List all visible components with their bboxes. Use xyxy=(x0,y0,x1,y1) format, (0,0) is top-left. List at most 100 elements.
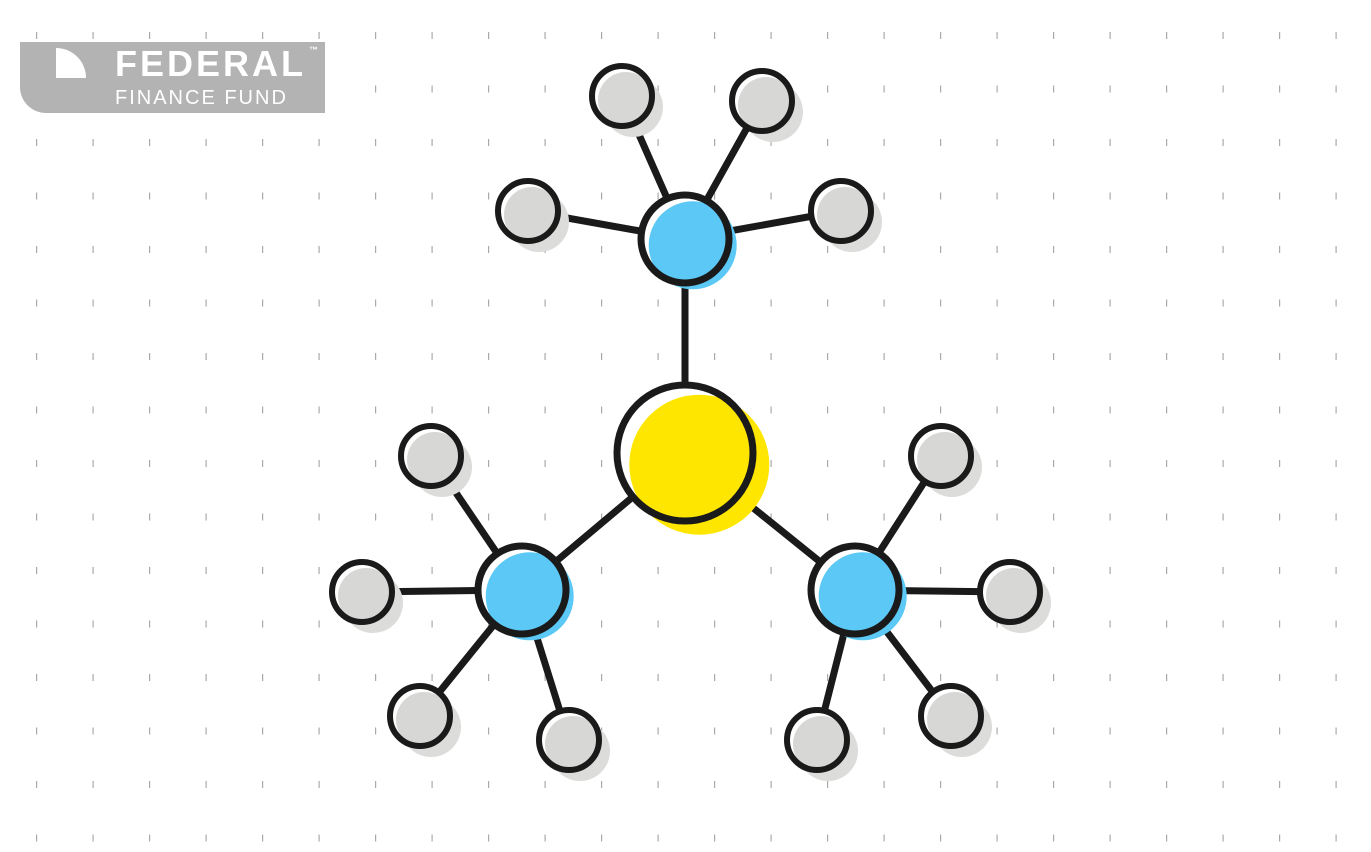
grid-dot xyxy=(205,674,207,681)
grid-dot xyxy=(262,299,264,307)
grid-dot xyxy=(940,353,942,360)
grid-dot xyxy=(431,674,433,681)
grid-dot xyxy=(149,620,151,628)
grid-dot xyxy=(431,513,433,521)
atom-fill xyxy=(545,716,599,770)
grid-dot xyxy=(714,139,716,146)
grid-dot xyxy=(883,32,885,39)
atom-outline xyxy=(918,683,984,749)
grid-dot xyxy=(714,674,716,681)
grid-dot xyxy=(714,299,716,307)
grid-dot xyxy=(1335,246,1337,253)
grid-dot xyxy=(544,513,546,521)
grid-dot xyxy=(1109,460,1111,467)
grid-dot xyxy=(149,460,151,467)
grid-dot xyxy=(544,139,546,146)
grid-dot xyxy=(1279,32,1281,39)
grid-dot xyxy=(318,727,320,735)
grid-dot xyxy=(601,192,603,200)
grid-dot xyxy=(1053,246,1055,253)
grid-dot xyxy=(92,834,94,842)
grid-dot xyxy=(1109,567,1111,574)
grid-dot xyxy=(770,567,772,574)
grid-dot xyxy=(36,299,38,307)
grid-dot xyxy=(1166,567,1168,574)
grid-dot xyxy=(92,781,94,788)
grid-dot xyxy=(1166,460,1168,467)
grid-dot xyxy=(601,513,603,521)
atom-layer xyxy=(329,63,1051,781)
grid-dot xyxy=(1053,353,1055,360)
grid-dot xyxy=(318,620,320,628)
grid-dot xyxy=(940,406,942,414)
grid-dot xyxy=(262,513,264,521)
grid-dot xyxy=(92,192,94,200)
grid-dot xyxy=(714,781,716,788)
grid-dot xyxy=(996,85,998,93)
atom-outline xyxy=(908,423,974,489)
grid-dot xyxy=(36,246,38,253)
grid-dot xyxy=(149,139,151,146)
grid-dot xyxy=(262,139,264,146)
grid-dot xyxy=(149,727,151,735)
grid-dot xyxy=(1053,406,1055,414)
grid-dot xyxy=(883,406,885,414)
grid-dot xyxy=(544,834,546,842)
grid-dot xyxy=(375,513,377,521)
grid-dot xyxy=(375,32,377,39)
grid-dot xyxy=(205,32,207,39)
grid-dot xyxy=(205,567,207,574)
grid-dot xyxy=(770,620,772,628)
grid-dot xyxy=(149,32,151,39)
grid-dot xyxy=(92,727,94,735)
grid-dot xyxy=(770,834,772,842)
grid-dot xyxy=(770,246,772,253)
grid-dot xyxy=(488,834,490,842)
grid-dot xyxy=(318,139,320,146)
grid-dot xyxy=(996,32,998,39)
grid-dot xyxy=(940,299,942,307)
grid-dot xyxy=(375,406,377,414)
grid-dot xyxy=(431,781,433,788)
grid-dot xyxy=(1335,567,1337,574)
grid-dot xyxy=(1222,32,1224,39)
atom-fill xyxy=(917,432,971,486)
grid-dot xyxy=(1166,834,1168,842)
grid-dot xyxy=(262,460,264,467)
grid-dot xyxy=(149,513,151,521)
grid-dot xyxy=(36,727,38,735)
grid-dot xyxy=(1109,620,1111,628)
grid-dot xyxy=(1109,139,1111,146)
grid-dot xyxy=(940,620,942,628)
grid-dot xyxy=(714,32,716,39)
atom-h-right-1 xyxy=(908,423,982,497)
grid-dot xyxy=(1222,727,1224,735)
grid-dot xyxy=(1109,674,1111,681)
grid-dot xyxy=(940,674,942,681)
atom-outline xyxy=(589,63,655,129)
atom-h-right-4 xyxy=(784,707,858,781)
grid-dot xyxy=(770,781,772,788)
grid-dot xyxy=(431,85,433,93)
grid-dot xyxy=(714,620,716,628)
grid-dot xyxy=(601,674,603,681)
brand-logo: FEDERAL ™ FINANCE FUND xyxy=(20,42,325,113)
grid-dot xyxy=(431,567,433,574)
grid-dot xyxy=(205,834,207,842)
grid-dot xyxy=(1053,727,1055,735)
atom-h-top-3 xyxy=(495,178,569,252)
grid-dot xyxy=(1222,834,1224,842)
grid-dot xyxy=(996,139,998,146)
grid-dot xyxy=(996,192,998,200)
atom-fill xyxy=(598,72,652,126)
grid-dot xyxy=(657,727,659,735)
grid-dot xyxy=(1279,620,1281,628)
grid-dot xyxy=(36,834,38,842)
grid-dot xyxy=(1109,85,1111,93)
grid-dot xyxy=(92,299,94,307)
grid-dot xyxy=(262,620,264,628)
grid-dot xyxy=(1335,834,1337,842)
grid-dot xyxy=(1166,32,1168,39)
grid-dot xyxy=(205,781,207,788)
grid-dot xyxy=(375,299,377,307)
